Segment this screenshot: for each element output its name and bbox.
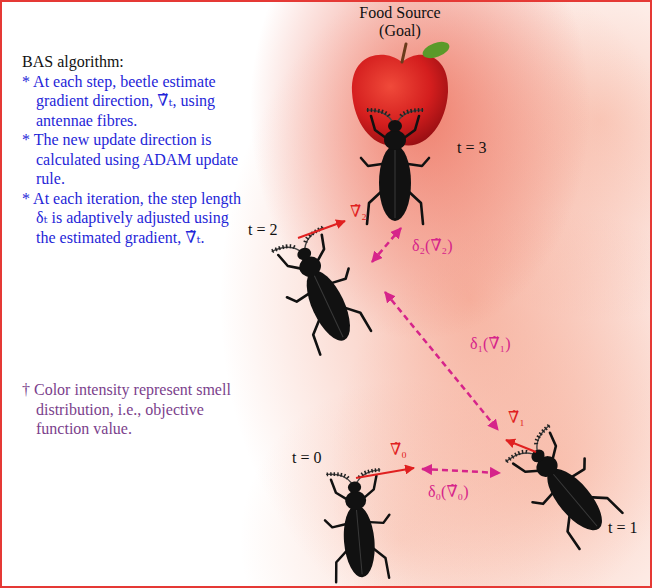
algorithm-heading: BAS algorithm: xyxy=(22,52,244,72)
step-arrow xyxy=(385,292,498,430)
time-label: t = 1 xyxy=(608,518,637,538)
gradient-arrow xyxy=(356,468,414,478)
apple xyxy=(352,39,452,146)
goal-heading: Food Source (Goal) xyxy=(352,4,448,40)
time-label: t = 0 xyxy=(292,448,321,468)
time-label: t = 2 xyxy=(248,220,277,240)
step-arrow xyxy=(422,469,500,473)
algorithm-step: * At each iteration, the step length δₜ … xyxy=(22,189,244,248)
footnote: † Color intensity represent smell distri… xyxy=(22,380,258,439)
step-label: δ₂(∇̃₂) xyxy=(412,236,453,256)
algorithm-step: * The new update direction is calculated… xyxy=(22,130,244,189)
step-label: δ₀(∇̃₀) xyxy=(428,482,469,502)
step-arrow xyxy=(372,228,401,262)
step-label: δ₁(∇̃₁) xyxy=(470,334,511,354)
beetle-t3 xyxy=(361,110,429,224)
beetle-t0 xyxy=(321,469,395,583)
gradient-arrow xyxy=(298,221,345,238)
text-column: BAS algorithm:* At each step, beetle est… xyxy=(22,52,244,247)
gradient-label: ∇̃₁ xyxy=(508,408,525,428)
gradient-arrow xyxy=(506,440,536,452)
gradient-label: ∇̃₀ xyxy=(390,440,407,460)
beetle-t2 xyxy=(267,225,377,357)
algorithm-step: * At each step, beetle estimate gradient… xyxy=(22,72,244,131)
gradient-label: ∇̃₂ xyxy=(350,202,367,222)
time-label: t = 3 xyxy=(457,138,486,158)
